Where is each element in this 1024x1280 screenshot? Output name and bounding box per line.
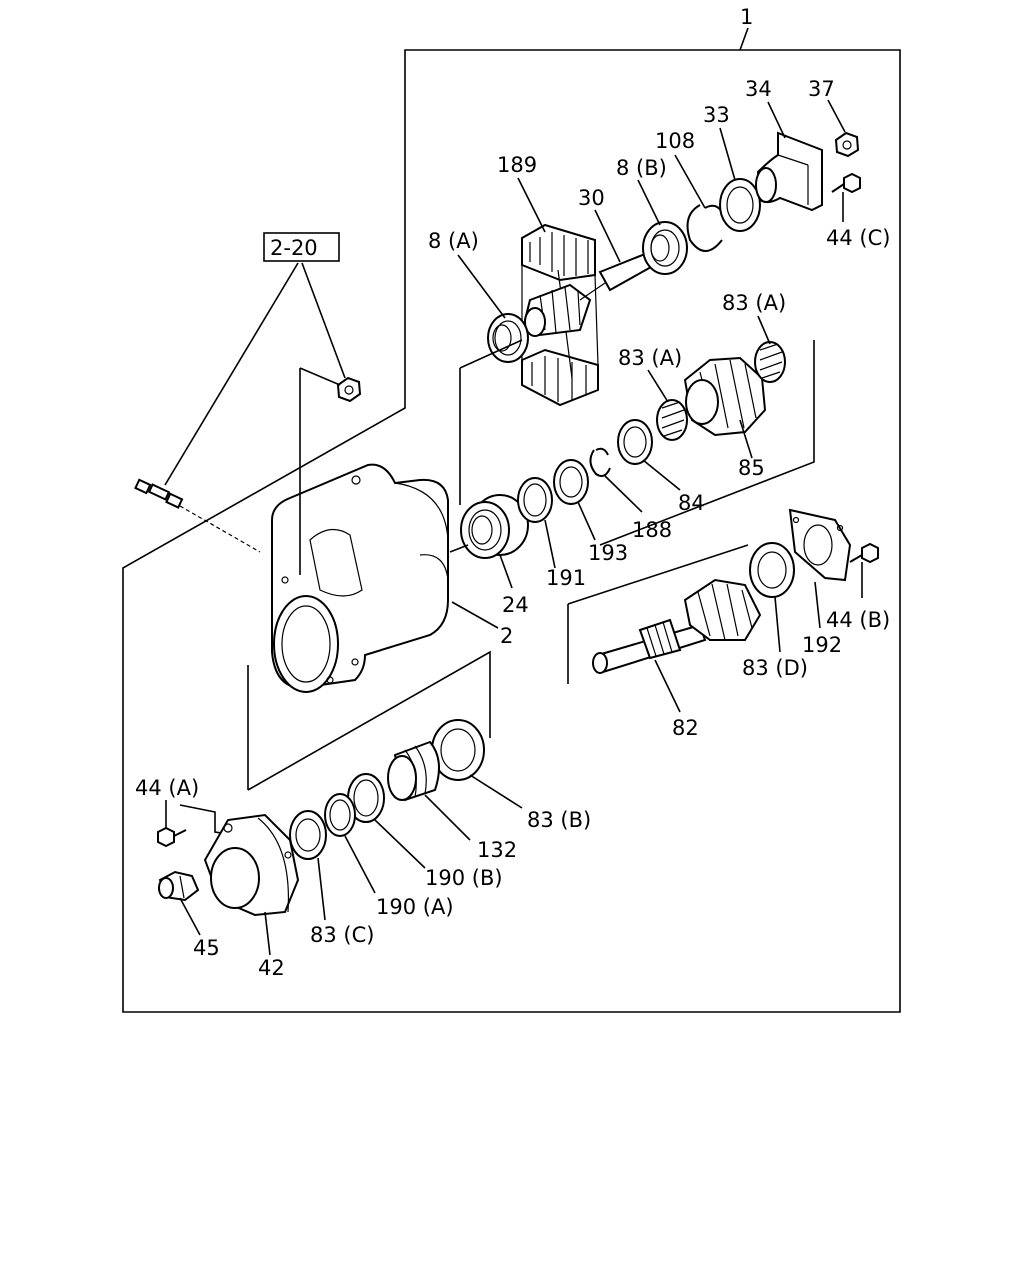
assembly-frame xyxy=(122,49,901,1013)
label-37: 37 xyxy=(808,77,835,101)
bolt-44c-part xyxy=(831,172,861,194)
bearing-8b-part xyxy=(642,221,688,275)
gear-189-part xyxy=(521,223,599,407)
assembly-leader xyxy=(739,27,749,51)
leader-83a-1 xyxy=(647,369,669,403)
leader-45 xyxy=(179,897,201,936)
label-108: 108 xyxy=(655,129,695,153)
bearing-33-part xyxy=(719,178,761,232)
label-188: 188 xyxy=(632,518,672,542)
leader-193 xyxy=(577,501,596,541)
shaft-82-part xyxy=(592,578,762,674)
leader-84 xyxy=(642,459,681,491)
leader-33 xyxy=(719,127,736,181)
reference-box xyxy=(263,232,340,262)
needle-bearing-83a-1-part xyxy=(656,399,688,441)
label-132: 132 xyxy=(477,838,517,862)
bearing-8a-part xyxy=(487,313,529,363)
leader-132 xyxy=(424,794,471,841)
leader-85 xyxy=(739,419,753,459)
leader-8a xyxy=(457,254,506,319)
bolt-44b-part xyxy=(849,542,879,564)
reference-leader-stud xyxy=(164,262,299,486)
washer-84-part xyxy=(617,419,653,465)
label-2: 2 xyxy=(500,624,513,648)
leader-190a xyxy=(344,835,376,894)
reference-leader-nut xyxy=(301,262,346,379)
leader-82 xyxy=(654,659,681,713)
middle-group-frame xyxy=(459,339,815,546)
label-84: 84 xyxy=(678,491,705,515)
label-85: 85 xyxy=(738,456,765,480)
label-34: 34 xyxy=(745,77,772,101)
bearing-83c-part xyxy=(289,810,327,860)
bearing-24-part xyxy=(449,494,529,559)
snap-ring-108-part xyxy=(686,204,723,252)
label-193: 193 xyxy=(588,541,628,565)
cover-34-part xyxy=(755,131,823,212)
bearing-83d-part xyxy=(749,542,795,598)
label-83c: 83 (C) xyxy=(310,923,374,947)
label-190a: 190 (A) xyxy=(376,895,454,919)
shaft-30-part xyxy=(523,250,662,337)
label-42: 42 xyxy=(258,956,285,980)
leader-30 xyxy=(594,209,621,263)
cover-42-part xyxy=(203,813,300,917)
lower-left-group-frame xyxy=(247,650,491,791)
housing-part xyxy=(271,367,449,693)
label-82: 82 xyxy=(672,716,699,740)
sleeve-132-part xyxy=(387,740,440,802)
leader-188 xyxy=(604,475,643,513)
leader-83a-2 xyxy=(757,315,771,345)
spacer-191-part xyxy=(517,477,553,523)
label-33: 33 xyxy=(703,103,730,127)
label-45: 45 xyxy=(193,936,220,960)
leader-191 xyxy=(544,519,556,569)
assembly-number-label: 1 xyxy=(740,5,753,29)
leader-108 xyxy=(674,154,706,209)
label-191: 191 xyxy=(546,566,586,590)
gear-85-part xyxy=(683,356,767,437)
label-83a-2: 83 (A) xyxy=(722,291,786,315)
gasket-192-part xyxy=(788,508,852,582)
label-83d: 83 (D) xyxy=(742,656,808,680)
bearing-193-part xyxy=(553,459,589,505)
label-8a: 8 (A) xyxy=(428,229,479,253)
label-24: 24 xyxy=(502,593,529,617)
label-44a: 44 (A) xyxy=(135,776,199,800)
label-83a-1: 83 (A) xyxy=(618,346,682,370)
label-189: 189 xyxy=(497,153,537,177)
leader-24 xyxy=(499,554,513,589)
leader-192 xyxy=(814,581,821,629)
leader-37 xyxy=(827,99,846,133)
leader-42 xyxy=(264,911,271,956)
needle-bearing-83a-2-part xyxy=(754,341,786,383)
leader-189 xyxy=(517,177,546,233)
label-192: 192 xyxy=(802,633,842,657)
label-8b: 8 (B) xyxy=(616,156,667,180)
lower-right-group-frame xyxy=(567,544,749,684)
leader-83c xyxy=(317,857,326,921)
label-190b: 190 (B) xyxy=(425,866,503,890)
snap-ring-188-part xyxy=(589,447,611,477)
leader-190b xyxy=(374,819,426,869)
stud-bolt-part xyxy=(134,478,261,553)
nut-part xyxy=(336,376,362,403)
leader-34 xyxy=(767,101,786,139)
bolt-44a-part xyxy=(157,826,187,848)
nut-37-part xyxy=(834,131,860,158)
seal-190a-part xyxy=(324,793,356,837)
label-83b: 83 (B) xyxy=(527,808,591,832)
leader-83d xyxy=(774,596,781,653)
reference-box-label: 2-20 xyxy=(270,236,318,260)
plug-45-part xyxy=(158,870,200,902)
label-44c: 44 (C) xyxy=(826,226,890,250)
leader-2 xyxy=(451,601,499,629)
label-30: 30 xyxy=(578,186,605,210)
leader-83b xyxy=(469,774,523,809)
leader-8b xyxy=(637,179,661,226)
label-44b: 44 (B) xyxy=(826,608,890,632)
